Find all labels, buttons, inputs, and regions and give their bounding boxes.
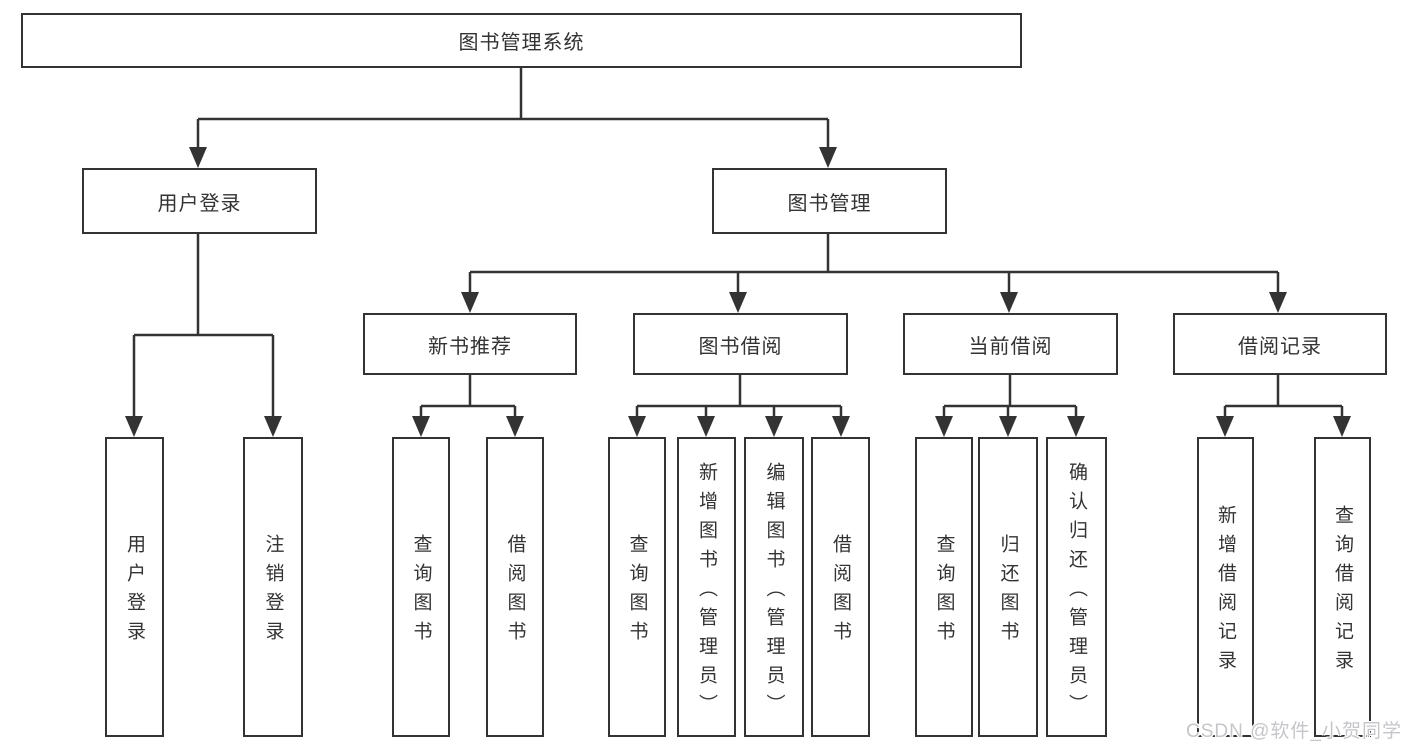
leaf-query-books-2: 查询图书 <box>608 437 666 737</box>
arrowheads <box>125 147 1351 437</box>
leaf-query-books-1-label: 查询图书 <box>410 534 432 650</box>
connector-borrow-to-leaves <box>635 375 843 433</box>
connector-records-to-leaves <box>1223 375 1344 433</box>
connector-login-to-leaves <box>132 234 275 433</box>
connector-newbook-to-leaves <box>419 375 517 433</box>
leaf-borrow-books-1: 借阅图书 <box>486 437 544 737</box>
csdn-watermark: CSDN @软件_小贺同学 <box>1186 721 1402 742</box>
leaf-edit-books-admin: 编辑图书（管理员） <box>744 437 804 737</box>
node-user-login: 用户登录 <box>82 168 317 234</box>
leaf-add-books-admin-label: 新增图书（管理员） <box>696 461 717 723</box>
leaf-logout-label: 注销登录 <box>262 534 284 650</box>
leaf-add-borrow-record-label: 新增借阅记录 <box>1215 505 1236 679</box>
leaf-query-books-1: 查询图书 <box>392 437 450 737</box>
leaf-query-borrow-record: 查询借阅记录 <box>1314 437 1371 737</box>
leaf-add-borrow-record: 新增借阅记录 <box>1197 437 1254 737</box>
leaf-borrow-books-2: 借阅图书 <box>811 437 870 737</box>
leaf-user-login: 用户登录 <box>105 437 164 737</box>
node-book-borrowing: 图书借阅 <box>633 313 848 375</box>
leaf-query-books-3-label: 查询图书 <box>933 534 955 650</box>
leaf-confirm-return-admin: 确认归还（管理员） <box>1046 437 1107 737</box>
leaf-confirm-return-admin-label: 确认归还（管理员） <box>1066 461 1087 723</box>
node-new-book-recommend: 新书推荐 <box>363 313 577 375</box>
leaf-add-books-admin: 新增图书（管理员） <box>677 437 736 737</box>
leaf-borrow-books-2-label: 借阅图书 <box>830 534 851 650</box>
leaf-return-books-label: 归还图书 <box>997 534 1019 650</box>
node-current-borrowing: 当前借阅 <box>903 313 1118 375</box>
connector-mgmt-to-level3 <box>468 234 1280 309</box>
leaf-user-login-label: 用户登录 <box>124 534 145 650</box>
leaf-query-books-3: 查询图书 <box>915 437 973 737</box>
leaf-query-books-2-label: 查询图书 <box>626 534 648 650</box>
connector-root-to-level2 <box>196 68 830 164</box>
leaf-borrow-books-1-label: 借阅图书 <box>504 534 526 650</box>
node-borrowing-records: 借阅记录 <box>1173 313 1387 375</box>
leaf-logout: 注销登录 <box>243 437 303 737</box>
leaf-query-borrow-record-label: 查询借阅记录 <box>1332 505 1353 679</box>
node-root: 图书管理系统 <box>21 13 1022 68</box>
leaf-edit-books-admin-label: 编辑图书（管理员） <box>763 461 785 723</box>
leaf-return-books: 归还图书 <box>978 437 1038 737</box>
node-book-management: 图书管理 <box>712 168 947 234</box>
connector-paths <box>132 68 1344 433</box>
